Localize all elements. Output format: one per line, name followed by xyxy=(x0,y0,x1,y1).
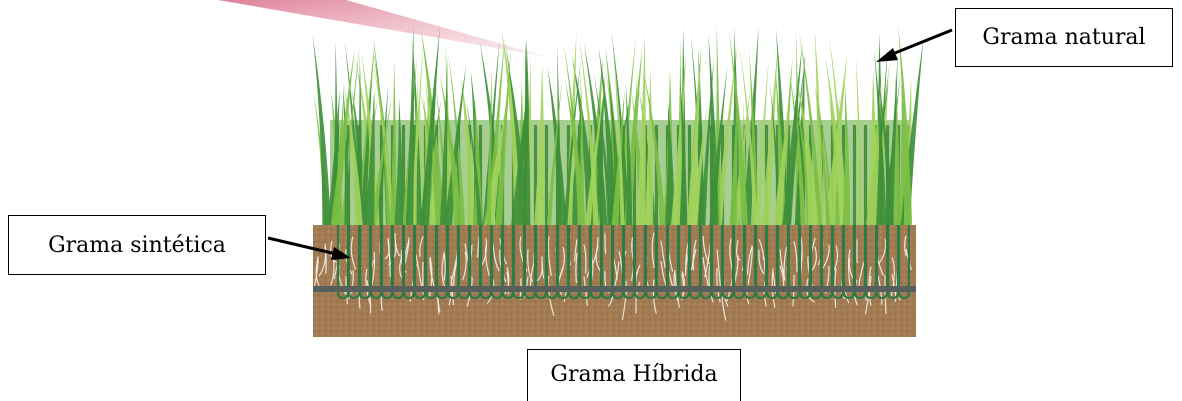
root-strand xyxy=(605,233,606,253)
callout-wedge xyxy=(218,0,548,57)
arrow-natural xyxy=(876,30,952,62)
label-synthetic-text: Grama sintética xyxy=(48,233,226,258)
label-hybrid-text: Grama Híbrida xyxy=(550,362,717,387)
label-natural-text: Grama natural xyxy=(982,25,1145,50)
natural-grass-blades xyxy=(313,25,924,225)
label-synthetic-grass: Grama sintética xyxy=(8,215,266,275)
label-natural-grass: Grama natural xyxy=(955,8,1173,67)
label-hybrid-grass: Grama Híbrida xyxy=(527,349,741,401)
backing-layer xyxy=(313,286,916,292)
grass-blade xyxy=(313,35,331,225)
